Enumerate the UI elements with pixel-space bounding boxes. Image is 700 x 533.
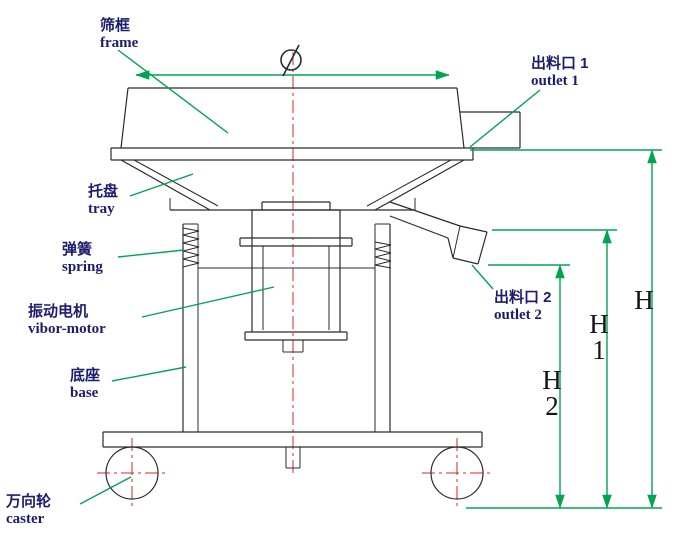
tray-label-zh: 托盘: [88, 183, 119, 200]
spring-label-zh: 弹簧: [62, 241, 93, 258]
vibro-motor-label-en: vibor-motor: [28, 321, 106, 337]
vibro-motor-label-zh: 振动电机: [28, 303, 89, 320]
outlet1-label-en: outlet 1: [531, 73, 579, 89]
frame-label-en: frame: [100, 35, 139, 51]
caster-crosshair-left: [97, 438, 167, 508]
caster-label-en: caster: [6, 511, 45, 527]
vibro-motor-label: 振动电机 vibor-motor: [28, 300, 106, 338]
tray-label: 托盘 tray: [88, 180, 118, 218]
caster-label-zh: 万向轮: [6, 493, 52, 510]
dimension-h-label: H: [634, 285, 654, 315]
tray-label-en: tray: [88, 201, 115, 217]
sieve-frame-outline: [110, 87, 474, 161]
dimension-lines: [135, 70, 657, 509]
vibro-motor-outline: [239, 201, 353, 353]
outlet1-label-zh: 出料口 1: [531, 55, 589, 72]
tray-cone-outline: [120, 159, 465, 211]
outlet2-label-zh: 出料口 2: [494, 289, 552, 306]
caster-crosshair-right: [422, 438, 492, 508]
spring-coil-right: [374, 241, 392, 269]
frame-label-zh: 筛框: [100, 17, 131, 34]
spring-label-en: spring: [62, 259, 103, 275]
caster-wheel-left: [105, 446, 159, 500]
dimension-h2-label: H2: [542, 365, 562, 421]
outlet2-chute-outline: [389, 201, 488, 265]
outlet2-label-en: outlet 2: [494, 307, 542, 323]
spring-label: 弹簧 spring: [62, 238, 103, 276]
diameter-symbol-icon: [280, 44, 302, 77]
drum-outline: [182, 223, 391, 432]
base-label: 底座 base: [70, 364, 100, 402]
extension-lines: [466, 149, 662, 509]
frame-label: 筛框 frame: [100, 14, 138, 52]
caster-label: 万向轮 caster: [6, 490, 51, 528]
base-label-zh: 底座: [70, 367, 101, 384]
outlet1-label: 出料口 1 outlet 1: [531, 52, 589, 90]
caster-wheel-right: [430, 446, 484, 500]
spring-coil-left: [182, 227, 200, 268]
leader-lines: [79, 49, 541, 505]
outlet2-label: 出料口 2 outlet 2: [494, 286, 552, 324]
base-plate-outline: [102, 431, 483, 469]
outlet1-outline: [460, 111, 521, 149]
base-label-en: base: [70, 385, 99, 401]
dimension-h1-label: H1: [589, 309, 609, 365]
